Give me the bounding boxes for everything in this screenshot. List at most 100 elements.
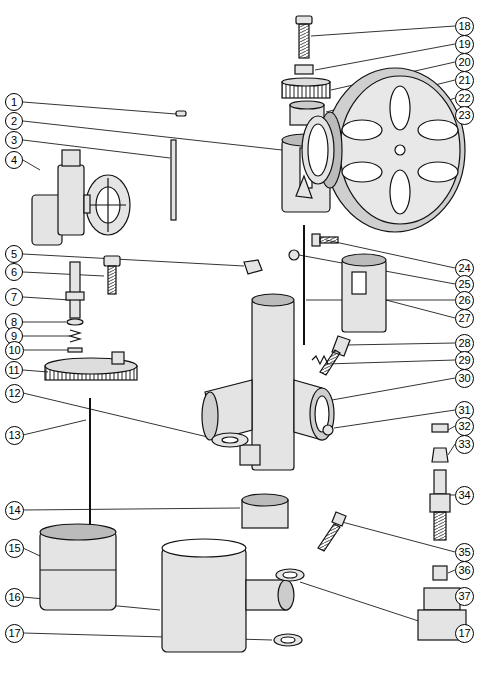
sealing-rings <box>274 569 304 646</box>
callout-ring <box>456 352 474 370</box>
callout-number: 21 <box>455 71 474 90</box>
callout-ring <box>6 113 23 130</box>
callout-ring <box>6 289 23 306</box>
callout-ring <box>6 427 24 445</box>
callout-ring <box>456 418 474 436</box>
callout-ring <box>456 90 474 108</box>
callout-ring <box>456 276 474 294</box>
callout-ring <box>6 502 24 520</box>
callout-number: 15 <box>5 539 24 558</box>
callout-number: 10 <box>5 341 24 360</box>
callout-ring <box>456 335 474 353</box>
callout-circle: 11 <box>5 361 23 379</box>
callout-number: 4 <box>5 151 23 169</box>
callout-circle: 4 <box>5 151 23 169</box>
callout-ring <box>456 107 474 125</box>
float-and-chamber <box>40 524 294 652</box>
float-chamber-lid <box>45 256 137 380</box>
pin-and-rod <box>171 111 186 220</box>
callout-circle: 17 <box>5 624 24 643</box>
callout-circle: 6 <box>5 263 23 281</box>
callout-ring <box>456 72 474 90</box>
top-cap-parts <box>282 16 330 125</box>
callout-circle: 37 <box>455 587 474 606</box>
carburettor-body <box>202 294 334 470</box>
callout-circle: 32 <box>455 417 474 436</box>
callout-number: 36 <box>455 561 474 580</box>
callout-circle: 28 <box>455 334 474 353</box>
callout-circle: 20 <box>455 53 474 72</box>
callout-circle: 16 <box>5 588 24 607</box>
callout-number: 1 <box>5 93 23 111</box>
air-filter <box>296 68 465 232</box>
callout-number: 27 <box>455 309 474 328</box>
callout-number: 32 <box>455 417 474 436</box>
callout-ring <box>6 625 24 643</box>
callout-circle: 14 <box>5 501 24 520</box>
callout-number: 17 <box>5 624 24 643</box>
callout-number: 22 <box>455 89 474 108</box>
callout-number: 18 <box>455 17 474 36</box>
clamp-screw <box>289 234 338 260</box>
leader-lines <box>23 26 462 640</box>
callout-circle: 12 <box>5 384 24 403</box>
callout-number: 16 <box>5 588 24 607</box>
callout-circle: 35 <box>455 543 474 562</box>
callout-ring <box>456 292 474 310</box>
callout-ring <box>456 487 474 505</box>
callout-ring <box>456 36 474 54</box>
callout-circle: 7 <box>5 288 23 306</box>
callout-number: 14 <box>5 501 24 520</box>
callout-ring <box>456 310 474 328</box>
callout-number: 13 <box>5 426 24 445</box>
callout-ring <box>456 54 474 72</box>
callout-circle: 34 <box>455 486 474 505</box>
callout-ring <box>456 562 474 580</box>
callout-number: 37 <box>455 587 474 606</box>
callout-circle: 30 <box>455 369 474 388</box>
assembled-carburettor <box>32 150 130 245</box>
callout-circle: 36 <box>455 561 474 580</box>
callout-number: 11 <box>5 361 23 379</box>
callout-ring <box>6 152 23 169</box>
callout-number: 26 <box>455 291 474 310</box>
callout-ring <box>6 94 23 111</box>
callout-number: 19 <box>455 35 474 54</box>
callout-circle: 13 <box>5 426 24 445</box>
callout-circle: 19 <box>455 35 474 54</box>
callout-circle: 18 <box>455 17 474 36</box>
callout-number: 7 <box>5 288 23 306</box>
callout-ring <box>6 264 23 281</box>
callout-ring <box>6 132 23 149</box>
callout-number: 34 <box>455 486 474 505</box>
callout-circle: 15 <box>5 539 24 558</box>
callout-circle: 17 <box>455 624 474 643</box>
callout-circle: 29 <box>455 351 474 370</box>
callout-number: 33 <box>455 435 474 454</box>
callout-ring <box>456 260 474 278</box>
main-jet-parts <box>318 424 466 640</box>
callout-circle: 27 <box>455 309 474 328</box>
callout-ring <box>6 385 24 403</box>
adjust-screw <box>312 336 350 375</box>
callout-number: 29 <box>455 351 474 370</box>
callout-number: 2 <box>5 112 23 130</box>
callout-number: 20 <box>455 53 474 72</box>
callout-ring <box>6 362 23 379</box>
callout-circle: 26 <box>455 291 474 310</box>
callout-ring <box>6 540 24 558</box>
callout-ring <box>456 370 474 388</box>
callout-circle: 5 <box>5 245 23 263</box>
callout-circle: 1 <box>5 93 23 111</box>
callout-ring <box>456 588 474 606</box>
callout-number: 3 <box>5 131 23 149</box>
callout-circle: 23 <box>455 106 474 125</box>
callout-number: 35 <box>455 543 474 562</box>
callout-number: 28 <box>455 334 474 353</box>
callout-number: 5 <box>5 245 23 263</box>
callout-ring <box>6 246 23 263</box>
callout-ring <box>456 18 474 36</box>
callout-circle: 21 <box>455 71 474 90</box>
